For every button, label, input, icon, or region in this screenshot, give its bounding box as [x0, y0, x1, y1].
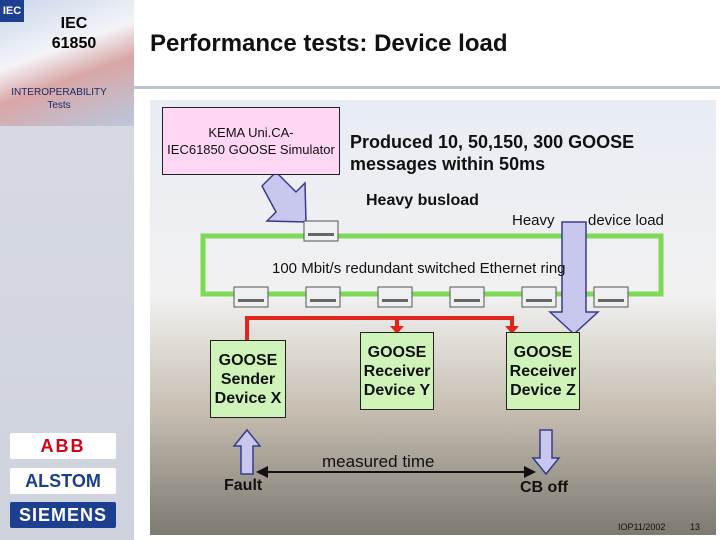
device-load-label: device load: [588, 212, 664, 229]
produced-goose-text: Produced 10, 50,150, 300 GOOSE messages …: [350, 132, 635, 174]
header: [134, 0, 720, 89]
switch-icon: [305, 286, 341, 308]
fault-label: Fault: [224, 477, 263, 494]
abb-logo: ABB: [10, 433, 116, 459]
sidebar-subtitle: INTEROPERABILITY Tests: [11, 87, 107, 111]
heavy-label: Heavy: [512, 212, 555, 229]
fault-arrow-icon: [232, 428, 262, 475]
switch-icon: [377, 286, 413, 308]
footer-code: IOP11/2002: [618, 522, 666, 532]
iec-logo: IEC: [0, 0, 24, 22]
simulator-box: KEMA Uni.CA- IEC61850 GOOSE Simulator: [162, 107, 340, 175]
device-y-box: GOOSE Receiver Device Y: [360, 332, 434, 410]
measured-time-label: measured time: [322, 452, 435, 471]
cb-off-label: CB off: [520, 479, 568, 496]
alstom-logo: ALSTOM: [10, 468, 116, 494]
device-x-box: GOOSE Sender Device X: [210, 340, 286, 418]
ring-label: 100 Mbit/s redundant switched Ethernet r…: [272, 260, 566, 277]
switch-icon: [593, 286, 629, 308]
device-z-box: GOOSE Receiver Device Z: [506, 332, 580, 410]
brand-title: IEC 61850: [51, 15, 97, 52]
signal-arrowhead-icon: [505, 326, 519, 334]
switch-icon: [233, 286, 269, 308]
arrowhead-left-icon: [256, 466, 268, 478]
page-number: 13: [690, 522, 701, 532]
switch-icon: [449, 286, 485, 308]
arrowhead-right-icon: [524, 466, 536, 478]
cb-off-arrow-icon: [531, 429, 561, 476]
ethernet-ring: [200, 233, 664, 297]
simulator-arrow-icon: [261, 170, 307, 223]
siemens-logo: SIEMENS: [10, 502, 116, 528]
heavy-busload-label: Heavy busload: [366, 192, 479, 209]
switch-icon: [303, 220, 339, 242]
switch-icon: [521, 286, 557, 308]
down-arrow-icon: [548, 221, 600, 336]
page-title: Performance tests: Device load: [150, 30, 508, 57]
signal-arrowhead-icon: [390, 326, 404, 334]
